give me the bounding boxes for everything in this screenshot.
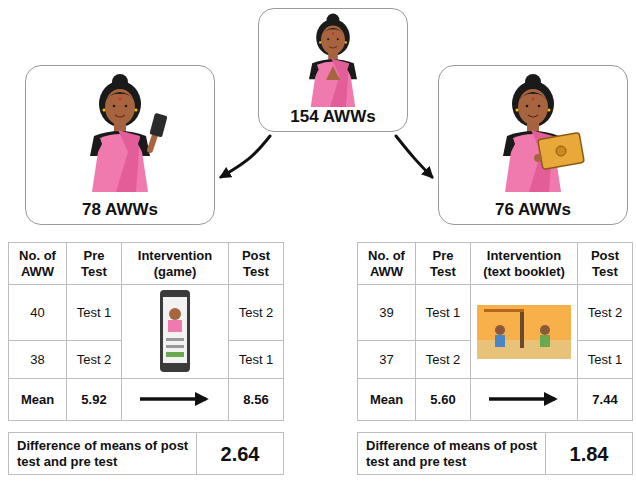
woman-figure xyxy=(90,74,150,192)
split-arrow xyxy=(221,136,270,177)
hand xyxy=(534,154,542,162)
table-text: Difference of means of post test and pre… xyxy=(17,438,192,469)
screen-button xyxy=(166,352,184,357)
mean-arrow xyxy=(140,397,206,401)
table-text: Test 2 xyxy=(588,305,623,321)
phone-screenshot xyxy=(160,290,190,372)
table-text: No. of AWW xyxy=(362,248,411,279)
table-cell: Test 2 xyxy=(66,340,122,379)
table-cell: 39 xyxy=(357,284,416,341)
table-cell: 38 xyxy=(8,340,67,379)
table-text: 8.56 xyxy=(243,392,268,408)
table-header: No. of AWW xyxy=(8,242,67,285)
table-text: 7.44 xyxy=(592,392,617,408)
table-text: Test 2 xyxy=(77,352,112,368)
table-header: Intervention (game) xyxy=(121,242,229,285)
table-cell: 7.44 xyxy=(577,378,633,421)
table-text: 5.92 xyxy=(81,392,106,408)
table-cell: Test 2 xyxy=(577,284,633,341)
tablet xyxy=(538,133,585,170)
booklet-child xyxy=(540,325,550,335)
booklet-title-bar xyxy=(484,309,524,312)
booklet-child xyxy=(495,325,505,335)
table-text: Test 1 xyxy=(77,305,112,321)
table-cell: 37 xyxy=(357,340,416,379)
table-text: Difference of means of post test and pre… xyxy=(366,438,541,469)
woman-figure xyxy=(309,14,357,108)
table-cell: Test 1 xyxy=(66,284,122,341)
mean-arrow xyxy=(489,397,555,401)
table-text: 37 xyxy=(379,352,393,368)
difference-cell: 2.64 xyxy=(196,432,284,475)
screen-figure xyxy=(169,308,181,320)
table-text: Test 1 xyxy=(588,352,623,368)
table-cell-empty xyxy=(470,378,578,421)
table-header: Post Test xyxy=(577,242,633,285)
difference-cell: Difference of means of post test and pre… xyxy=(8,432,197,475)
table-cell: Mean xyxy=(8,378,67,421)
table-text: 1.84 xyxy=(570,442,609,466)
table-text: Mean xyxy=(370,392,403,408)
table-cell: 5.60 xyxy=(415,378,471,421)
booklet-cover xyxy=(477,305,571,359)
difference-cell: 1.84 xyxy=(545,432,633,475)
table-text: Post Test xyxy=(582,248,628,279)
booklet-child xyxy=(540,335,550,347)
count-label: 76 AWWs xyxy=(492,200,574,220)
table-text: 38 xyxy=(30,352,44,368)
screen-line xyxy=(166,338,184,341)
table-text: Pre Test xyxy=(420,248,466,279)
table-cell: Test 1 xyxy=(577,340,633,379)
table-cell-empty xyxy=(121,378,229,421)
table-cell-empty xyxy=(121,284,229,379)
table-cell-empty xyxy=(470,284,578,379)
table-text: Test 2 xyxy=(426,352,461,368)
screen-line xyxy=(166,345,184,348)
table-header: Pre Test xyxy=(415,242,471,285)
table-text: Test 2 xyxy=(239,305,274,321)
table-text: 5.60 xyxy=(430,392,455,408)
count-label: 78 AWWs xyxy=(79,200,161,220)
table-cell: Test 1 xyxy=(228,340,284,379)
table-text: Intervention (game) xyxy=(126,248,224,279)
table-cell: 5.92 xyxy=(66,378,122,421)
tablet-detail xyxy=(556,146,566,156)
table-text: No. of AWW xyxy=(13,248,62,279)
table-cell: Test 1 xyxy=(415,284,471,341)
table-text: Post Test xyxy=(233,248,279,279)
table-text: Test 1 xyxy=(426,305,461,321)
table-text: Pre Test xyxy=(71,248,117,279)
phone xyxy=(149,113,167,138)
folded-hands xyxy=(326,66,340,80)
table-header: Pre Test xyxy=(66,242,122,285)
table-text: 2.64 xyxy=(221,442,260,466)
woman-figure xyxy=(503,74,563,192)
table-text: Mean xyxy=(21,392,54,408)
table-text: Intervention (text booklet) xyxy=(475,248,573,279)
table-cell: 8.56 xyxy=(228,378,284,421)
difference-cell: Difference of means of post test and pre… xyxy=(357,432,546,475)
table-text: 39 xyxy=(379,305,393,321)
split-arrow xyxy=(396,136,432,177)
count-label: 154 AWWs xyxy=(287,107,378,127)
table-header: Intervention (text booklet) xyxy=(470,242,578,285)
phone-screen xyxy=(163,297,187,363)
table-cell: Test 2 xyxy=(415,340,471,379)
table-text: Test 1 xyxy=(239,352,274,368)
table-header: Post Test xyxy=(228,242,284,285)
table-cell: Mean xyxy=(357,378,416,421)
table-header: No. of AWW xyxy=(357,242,416,285)
screen-figure xyxy=(168,320,182,332)
figure-box: 78 AWWs xyxy=(25,65,215,225)
table-cell: Test 2 xyxy=(228,284,284,341)
table-text: 40 xyxy=(30,305,44,321)
booklet-child xyxy=(495,335,505,347)
booklet-pole xyxy=(520,312,524,348)
figure-box: 154 AWWs xyxy=(258,8,408,132)
table-cell: 40 xyxy=(8,284,67,341)
figure-box: 76 AWWs xyxy=(438,65,628,225)
